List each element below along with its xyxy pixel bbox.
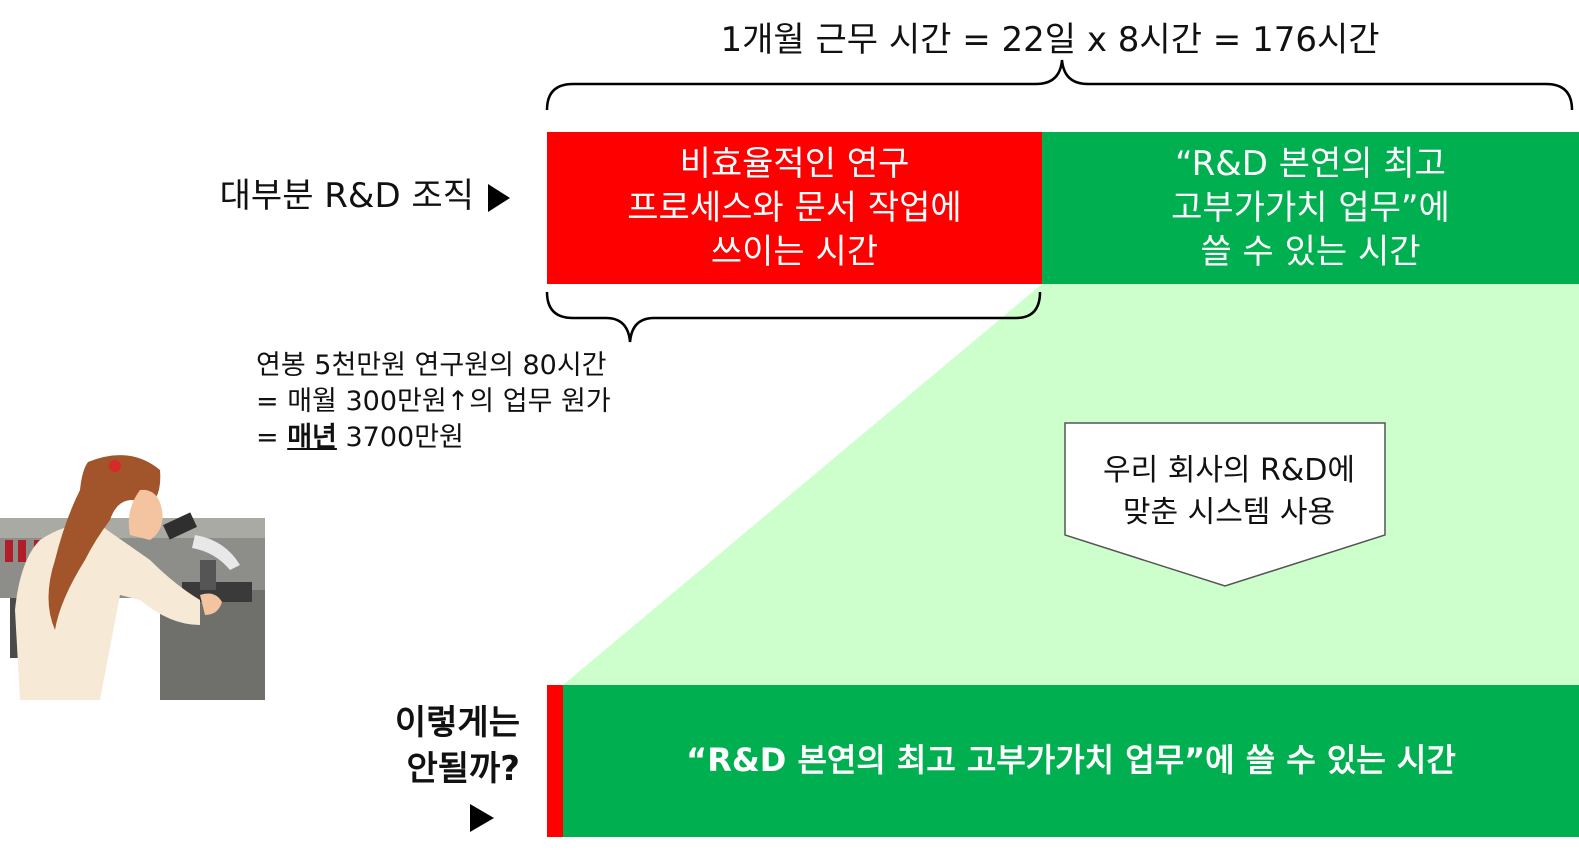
value-time-block-bottom: “R&D 본연의 최고 고부가가치 업무”에 쓸 수 있는 시간 xyxy=(563,685,1579,837)
cost-line-1: 연봉 5천만원 연구원의 80시간 xyxy=(256,350,607,381)
inefficient-time-block: 비효율적인 연구 프로세스와 문서 작업에 쓰이는 시간 xyxy=(547,132,1042,284)
callout-text: 우리 회사의 R&D에 맞춘 시스템 사용 xyxy=(1102,453,1355,530)
typical-org-text: 대부분 R&D 조직 xyxy=(219,176,474,216)
red-brace xyxy=(545,291,1042,343)
scientist-illustration xyxy=(0,455,265,700)
cost-line-3: = 매년 3700만원 xyxy=(256,420,686,456)
cost-line-3-suffix: 3700만원 xyxy=(336,422,464,453)
cost-line-3-prefix: = xyxy=(256,422,288,453)
cost-calculation: 연봉 5천만원 연구원의 80시간 = 매월 300만원↑의 업무 원가 = 매… xyxy=(256,348,686,456)
top-brace xyxy=(545,59,1574,111)
minimal-red-bar xyxy=(547,685,563,837)
callout-shape xyxy=(1064,422,1386,587)
work-hours-header: 1개월 근무 시간 = 22일 x 8시간 = 176시간 xyxy=(720,20,1380,60)
triangle-right-icon xyxy=(470,804,494,832)
typical-org-label: 대부분 R&D 조직 xyxy=(150,168,510,217)
cost-line-3-emphasis: 매년 xyxy=(287,422,337,453)
question-label: 이렇게는 안될까? xyxy=(394,703,520,789)
value-time-block-top: “R&D 본연의 최고 고부가가치 업무”에 쓸 수 있는 시간 xyxy=(1042,132,1579,284)
cost-line-2: = 매월 300만원↑의 업무 원가 xyxy=(256,386,611,417)
triangle-right-icon xyxy=(488,183,510,212)
